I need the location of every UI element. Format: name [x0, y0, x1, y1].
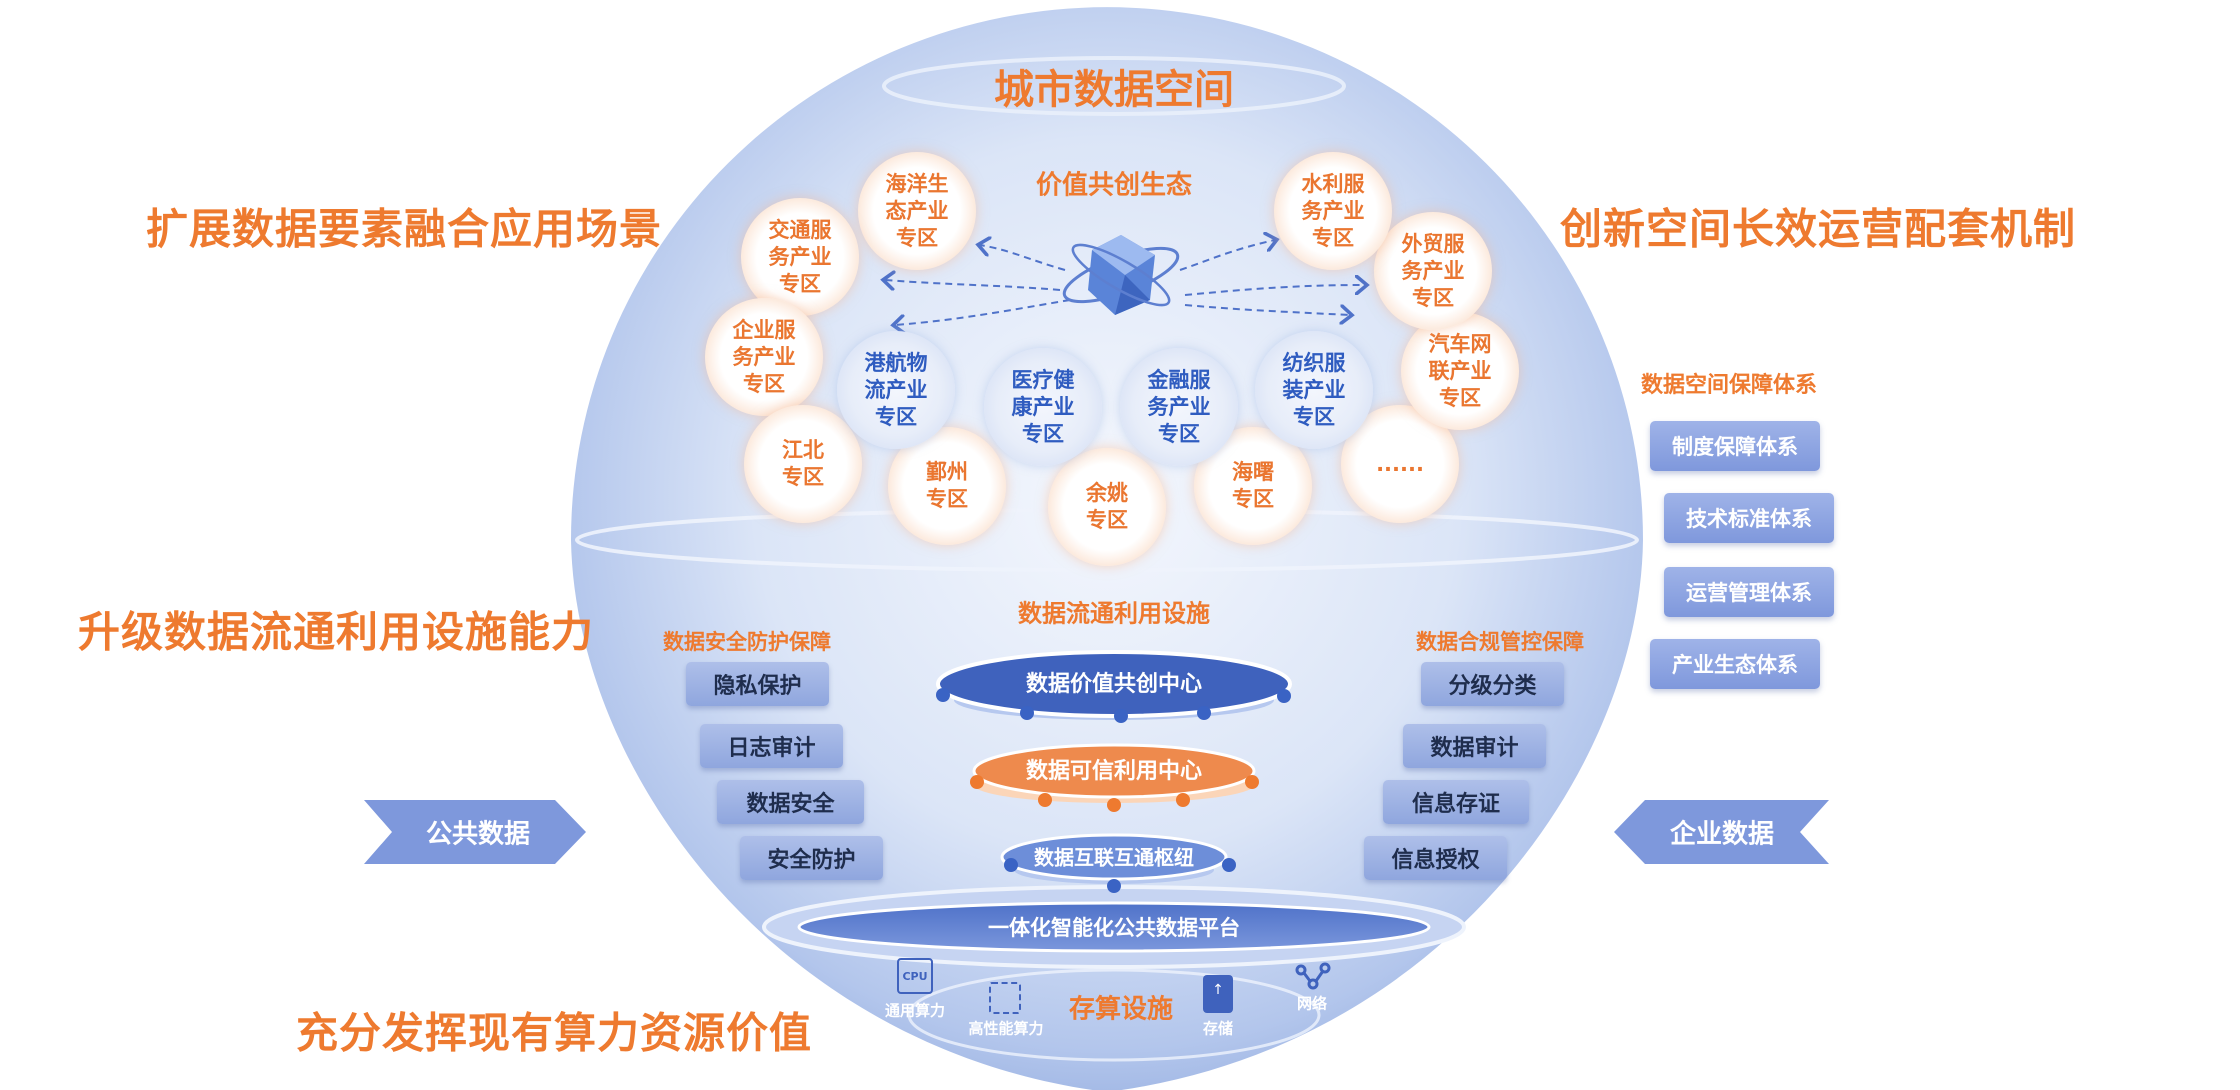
zone-bubble[interactable]: 港航物 流产业 专区 — [837, 331, 955, 449]
center-trusted-use[interactable]: 数据可信利用中心 — [1025, 759, 1203, 784]
cpu-icon: CPU — [897, 958, 933, 994]
zone-bubble[interactable]: 江北 专区 — [744, 405, 862, 523]
zone-bubble[interactable]: 汽车网 联产业 专区 — [1401, 312, 1519, 430]
compliance-item[interactable]: 信息授权 — [1364, 836, 1507, 880]
zone-bubble[interactable]: 医疗健 康产业 专区 — [984, 348, 1102, 466]
heading-top-left: 扩展数据要素融合应用场景 — [145, 204, 663, 254]
guarantee-item[interactable]: 制度保障体系 — [1650, 421, 1820, 471]
zone-bubble[interactable]: 纺织服 装产业 专区 — [1255, 331, 1373, 449]
compute-item: 网络 — [1296, 994, 1328, 1013]
security-item[interactable]: 隐私保护 — [686, 662, 829, 706]
compliance-item[interactable]: 信息存证 — [1383, 780, 1529, 824]
guarantee-title: 数据空间保障体系 — [1640, 373, 1818, 398]
heading-top-right: 创新空间长效运营配套机制 — [1559, 204, 2077, 254]
crystal-icon — [1062, 235, 1180, 315]
public-data-label: 公共数据 — [425, 819, 531, 850]
enterprise-data-arrow-shape — [1614, 800, 1829, 864]
compute-item: 高性能算力 — [968, 1019, 1044, 1038]
compute-item: 存储 — [1202, 1019, 1234, 1038]
security-item[interactable]: 数据安全 — [717, 780, 864, 824]
zone-bubble[interactable]: 企业服 务产业 专区 — [705, 298, 823, 416]
heading-bottom-left: 充分发挥现有算力资源价值 — [295, 1008, 813, 1058]
guarantee-item[interactable]: 技术标准体系 — [1664, 493, 1834, 543]
zone-bubble[interactable]: 海洋生 态产业 专区 — [858, 152, 976, 270]
enterprise-data-label: 企业数据 — [1669, 819, 1775, 850]
public-data-arrow-shape — [364, 800, 586, 864]
zone-bubble[interactable]: 水利服 务产业 专区 — [1274, 152, 1392, 270]
guarantee-item[interactable]: 产业生态体系 — [1650, 639, 1820, 689]
compliance-item[interactable]: 数据审计 — [1403, 724, 1546, 768]
zone-bubble[interactable]: 鄞州 专区 — [888, 427, 1006, 545]
security-title: 数据安全防护保障 — [663, 630, 831, 654]
center-interconnect-hub[interactable]: 数据互联互通枢纽 — [1034, 845, 1194, 870]
zone-bubble[interactable]: 交通服 务产业 专区 — [741, 198, 859, 316]
platform-label[interactable]: 一体化智能化公共数据平台 — [988, 916, 1240, 940]
compliance-item[interactable]: 分级分类 — [1421, 662, 1564, 706]
zone-bubble[interactable]: 外贸服 务产业 专区 — [1374, 212, 1492, 330]
heading-mid-left: 升级数据流通利用设施能力 — [77, 607, 595, 657]
chip-icon — [989, 982, 1021, 1014]
security-item[interactable]: 日志审计 — [700, 724, 843, 768]
zone-bubble[interactable]: 金融服 务产业 专区 — [1120, 348, 1238, 466]
center-value-cocreation[interactable]: 数据价值共创中心 — [1025, 672, 1203, 697]
guarantee-item[interactable]: 运营管理体系 — [1664, 567, 1834, 617]
compliance-title: 数据合规管控保障 — [1416, 630, 1584, 654]
compute-title: 存算设施 — [1068, 994, 1174, 1025]
security-item[interactable]: 安全防护 — [740, 836, 883, 880]
page-title: 城市数据空间 — [994, 67, 1234, 113]
compute-item: 通用算力 — [884, 1001, 946, 1020]
network-icon — [1295, 962, 1331, 990]
infrastructure-title: 数据流通利用设施 — [1018, 599, 1210, 628]
zone-bubble[interactable]: 余姚 专区 — [1048, 448, 1166, 566]
ecosystem-label: 价值共创生态 — [1035, 170, 1193, 201]
storage-icon: ↑ — [1203, 975, 1233, 1013]
